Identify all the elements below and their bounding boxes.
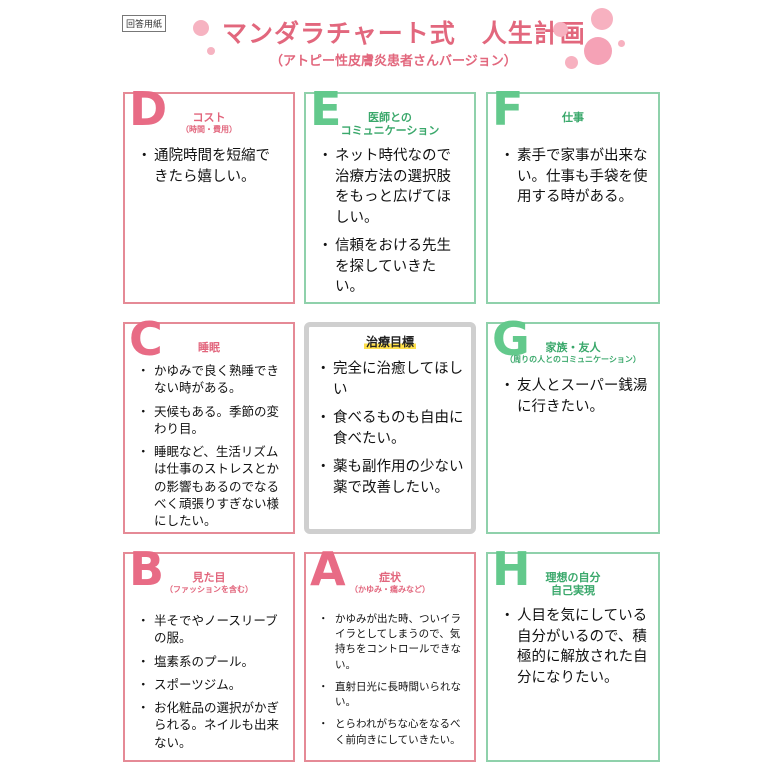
- cell-letter: H: [492, 542, 531, 596]
- decorative-dot: [618, 40, 625, 47]
- list-item: 食べるものも自由に食べたい。: [316, 408, 465, 449]
- center-title: 治療目標: [363, 335, 416, 349]
- cell-letter: B: [129, 542, 165, 596]
- cell-items: 友人とスーパー銭湯に行きたい。: [500, 376, 648, 425]
- list-item: お化粧品の選択がかぎられる。ネイルも出来ない。: [137, 699, 283, 751]
- cell-letter: G: [492, 312, 530, 366]
- cell-title: 症状 （かゆみ・痛みなど）: [350, 571, 430, 594]
- cell-title: コスト （時間・費用）: [181, 111, 237, 134]
- list-item: 通院時間を短縮できたら嬉しい。: [137, 146, 283, 187]
- cell-letter: D: [129, 82, 168, 136]
- decorative-dot: [591, 8, 613, 30]
- decorative-dot: [584, 37, 612, 65]
- list-item: スポーツジム。: [137, 676, 283, 694]
- list-item: 薬も副作用の少ない薬で改善したい。: [316, 457, 465, 498]
- decorative-dot: [553, 22, 568, 37]
- cell-letter: C: [129, 312, 163, 366]
- cell-h-ideal-self: H 理想の自分 自己実現 人目を気にしている自分がいるので、積極的に解放された自…: [486, 546, 660, 762]
- list-item: かゆみで良く熟睡できない時がある。: [137, 362, 283, 397]
- cell-b-appearance: B 見た目 （ファッションを含む） 半そでやノースリーブの服。 塩素系のプール。…: [123, 546, 295, 762]
- list-item: 塩素系のプール。: [137, 653, 283, 671]
- list-item: かゆみが出た時、ついイライラとしてしまうので、気持ちをコントロールできない。: [318, 612, 464, 673]
- list-item: 半そでやノースリーブの服。: [137, 612, 283, 647]
- cell-title: 理想の自分 自己実現: [545, 571, 601, 597]
- cell-items: 人目を気にしている自分がいるので、積極的に解放された自分になりたい。: [500, 606, 648, 696]
- cell-items: 素手で家事が出来ない。仕事も手袋を使用する時がある。: [500, 146, 648, 216]
- decorative-dot: [565, 56, 578, 69]
- list-item: 友人とスーパー銭湯に行きたい。: [500, 376, 648, 417]
- decorative-dot: [193, 20, 209, 36]
- cell-title: 睡眠: [198, 341, 220, 354]
- corner-label: 回答用紙: [122, 15, 167, 32]
- cell-g-family-friends: G 家族・友人 （周りの人とのコミュニケーション） 友人とスーパー銭湯に行きたい…: [486, 316, 660, 534]
- list-item: とらわれがちな心をなるべく前向きにしていきたい。: [318, 717, 464, 747]
- cell-title: 仕事: [562, 111, 584, 124]
- cell-letter: E: [310, 82, 342, 136]
- page-title: マンダラチャート式 人生計画: [222, 19, 586, 48]
- cell-center-treatment-goal: 治療目標 完全に治癒してほしい 食べるものも自由に食べたい。 薬も副作用の少ない…: [304, 322, 476, 534]
- cell-letter: A: [310, 542, 346, 596]
- list-item: 信頼をおける先生を探していきたい。: [318, 236, 464, 298]
- list-item: ネット時代なので治療方法の選択肢をもっと広げてほしい。: [318, 146, 464, 228]
- cell-items: 通院時間を短縮できたら嬉しい。: [137, 146, 283, 195]
- list-item: 素手で家事が出来ない。仕事も手袋を使用する時がある。: [500, 146, 648, 208]
- list-item: 人目を気にしている自分がいるので、積極的に解放された自分になりたい。: [500, 606, 648, 688]
- cell-items: かゆみで良く熟睡できない時がある。 天候もある。季節の変わり目。 睡眠など、生活…: [137, 362, 283, 535]
- cell-f-work: F 仕事 素手で家事が出来ない。仕事も手袋を使用する時がある。: [486, 86, 660, 304]
- cell-c-sleep: C 睡眠 かゆみで良く熟睡できない時がある。 天候もある。季節の変わり目。 睡眠…: [123, 316, 295, 535]
- cell-title: 医師との コミュニケーション: [340, 111, 440, 137]
- list-item: 直射日光に長時間いられない。: [318, 680, 464, 710]
- decorative-dot: [207, 47, 215, 55]
- cell-d-cost: D コスト （時間・費用） 通院時間を短縮できたら嬉しい。: [123, 86, 295, 304]
- list-item: 天候もある。季節の変わり目。: [137, 403, 283, 438]
- cell-items: かゆみが出た時、ついイライラとしてしまうので、気持ちをコントロールできない。 直…: [318, 612, 464, 755]
- cell-items: ネット時代なので治療方法の選択肢をもっと広げてほしい。 信頼をおける先生を探して…: [318, 146, 464, 306]
- cell-e-doctor-communication: E 医師との コミュニケーション ネット時代なので治療方法の選択肢をもっと広げて…: [304, 86, 476, 306]
- list-item: 完全に治癒してほしい: [316, 359, 465, 400]
- page-subtitle: （アトピー性皮膚炎患者さんバージョン）: [270, 54, 517, 69]
- cell-a-symptoms: A 症状 （かゆみ・痛みなど） かゆみが出た時、ついイライラとしてしまうので、気…: [304, 546, 476, 762]
- cell-items: 半そでやノースリーブの服。 塩素系のプール。 スポーツジム。 お化粧品の選択がか…: [137, 612, 283, 757]
- cell-title: 家族・友人 （周りの人とのコミュニケーション）: [505, 341, 641, 364]
- list-item: 睡眠など、生活リズムは仕事のストレスとかの影響もあるのでなるべく頑張りすぎない様…: [137, 443, 283, 529]
- cell-letter: F: [492, 82, 524, 136]
- cell-title: 見た目 （ファッションを含む）: [165, 571, 253, 594]
- cell-items: 完全に治癒してほしい 食べるものも自由に食べたい。 薬も副作用の少ない薬で改善し…: [316, 359, 465, 506]
